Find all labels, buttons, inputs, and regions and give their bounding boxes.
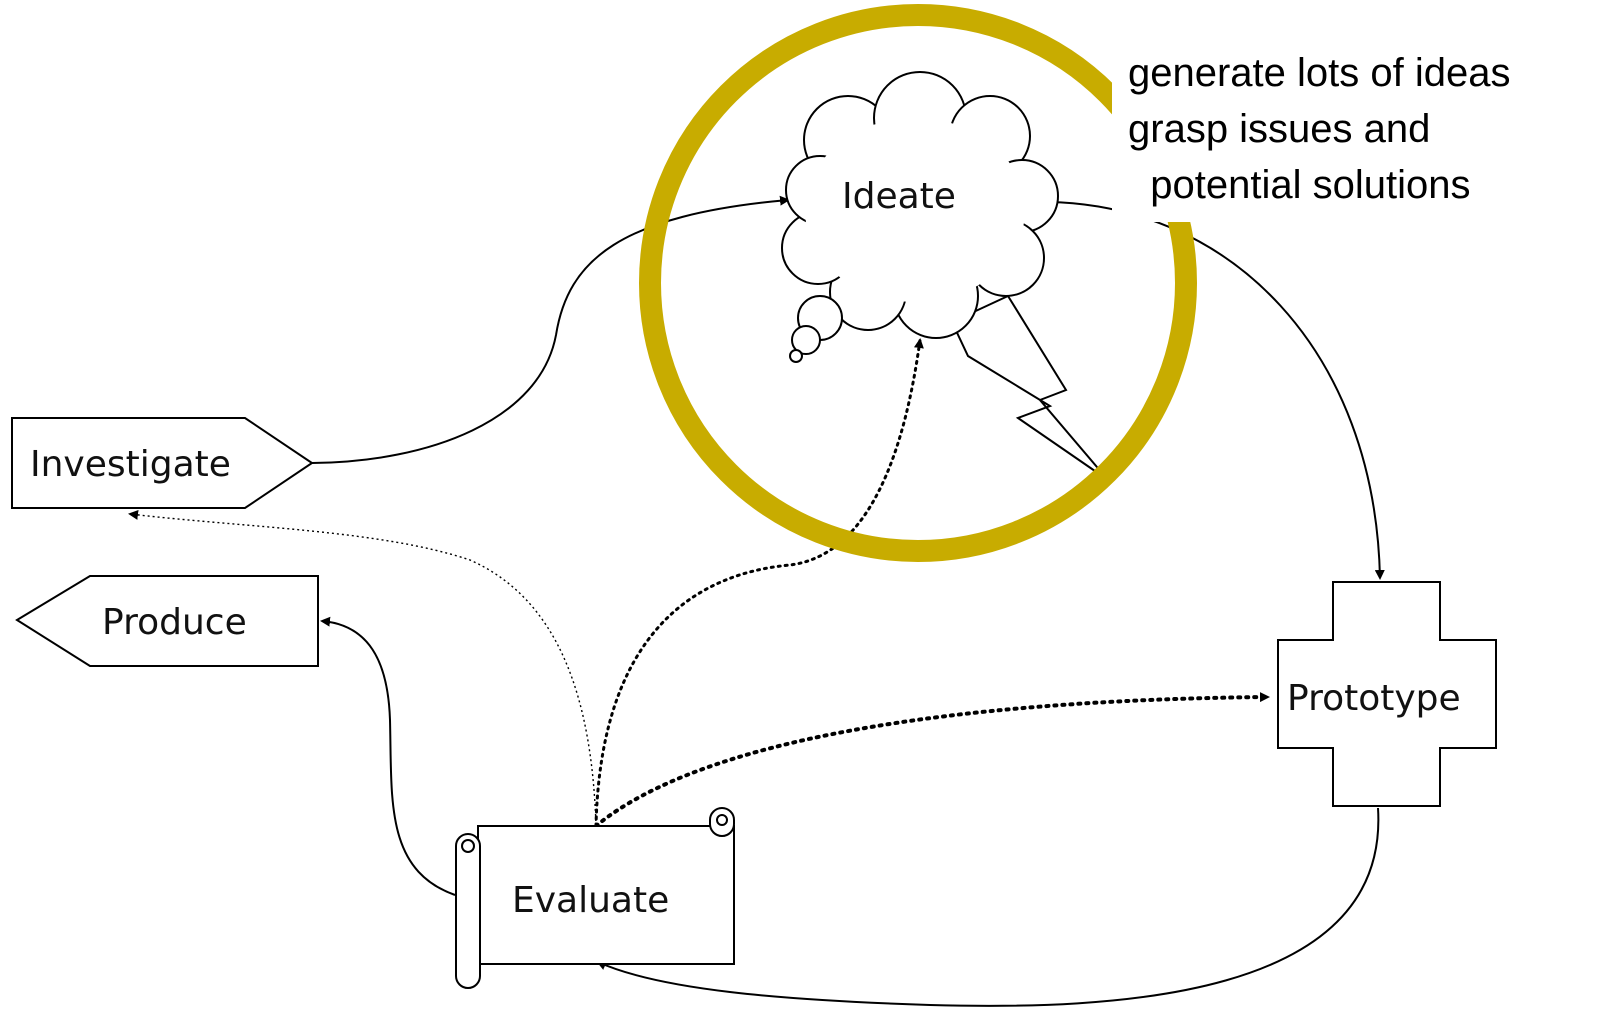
highlight-ring xyxy=(639,4,1197,562)
callout-box: generate lots of ideas grasp issues and … xyxy=(1112,38,1604,222)
ideate-node: Ideate xyxy=(781,71,1109,481)
edge-ideate-to-prototype xyxy=(1047,201,1385,580)
edge-investigate-to-ideate xyxy=(311,195,790,464)
produce-node: Produce xyxy=(15,575,319,667)
edge-prototype-to-evaluate xyxy=(596,807,1380,1007)
evaluate-label: Evaluate xyxy=(512,880,669,921)
edge-evaluate-to-produce xyxy=(320,616,456,896)
callout-line-2: grasp issues and xyxy=(1128,107,1430,151)
thought-cloud-icon xyxy=(781,71,1059,339)
investigate-node: Investigate xyxy=(11,417,314,509)
produce-label: Produce xyxy=(102,602,247,643)
investigate-label: Investigate xyxy=(30,444,231,485)
edge-evaluate-to-ideate xyxy=(594,338,924,828)
ideate-label: Ideate xyxy=(842,176,956,217)
edge-evaluate-to-investigate xyxy=(128,509,597,827)
callout-line-1: generate lots of ideas xyxy=(1128,51,1510,95)
lightning-icon xyxy=(950,294,1109,481)
prototype-node: Prototype xyxy=(1277,581,1497,807)
edge-evaluate-to-prototype xyxy=(594,692,1270,828)
evaluate-node: Evaluate xyxy=(455,807,735,989)
callout-line-3: potential solutions xyxy=(1128,163,1470,207)
prototype-label: Prototype xyxy=(1287,678,1461,719)
